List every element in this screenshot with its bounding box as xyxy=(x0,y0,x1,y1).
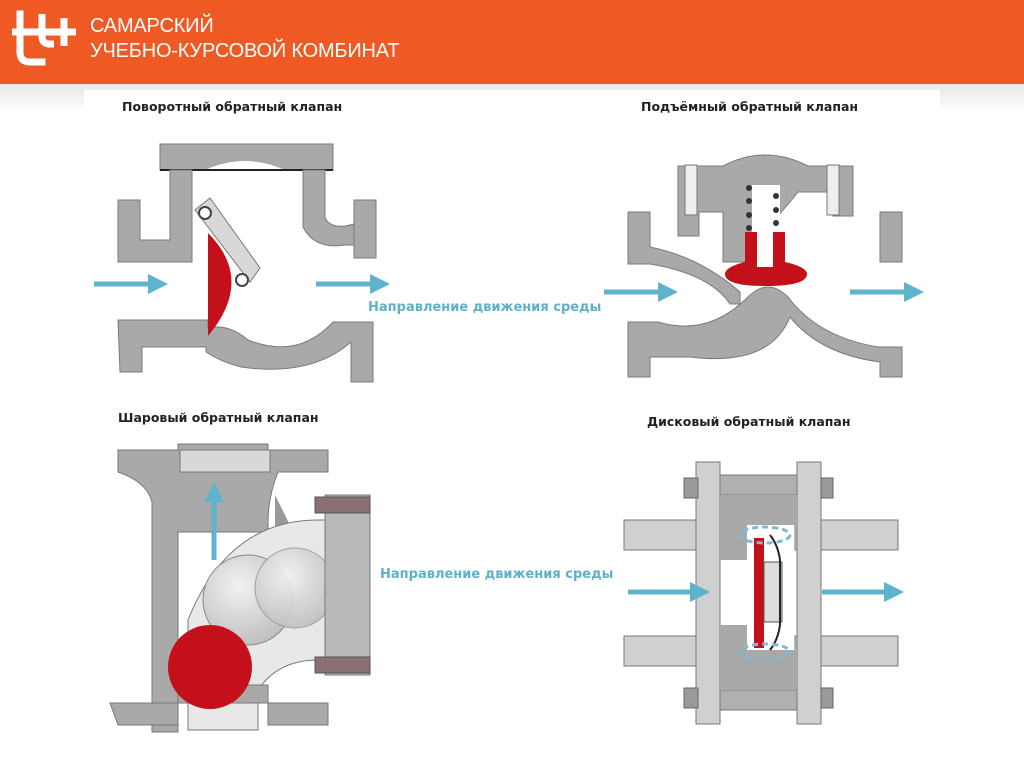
swing-valve-title: Поворотный обратный клапан xyxy=(122,99,343,114)
brand-line-2: УЧЕБНО-КУРСОВОЙ КОМБИНАТ xyxy=(90,40,400,62)
flow-direction-label-bottom: Направление движения среды xyxy=(380,567,614,582)
flow-direction-label-top: Направление движения среды xyxy=(368,300,602,315)
brand-name: САМАРСКИЙ УЧЕБНО-КУРСОВОЙ КОМБИНАТ xyxy=(90,14,400,64)
header-bar: САМАРСКИЙ УЧЕБНО-КУРСОВОЙ КОМБИНАТ xyxy=(0,0,1024,84)
lift-valve-diagram xyxy=(604,154,924,378)
lift-valve-title: Подъёмный обратный клапан xyxy=(641,99,859,114)
brand-line-1: САМАРСКИЙ xyxy=(90,15,214,37)
ball-valve-diagram xyxy=(109,443,371,733)
ball-valve-title: Шаровый обратный клапан xyxy=(118,410,319,425)
disc-valve-title: Дисковый обратный клапан xyxy=(647,414,851,429)
disc-valve-diagram xyxy=(623,461,904,725)
swing-valve-diagram xyxy=(94,143,390,383)
tt-plus-logo-icon xyxy=(12,10,76,66)
